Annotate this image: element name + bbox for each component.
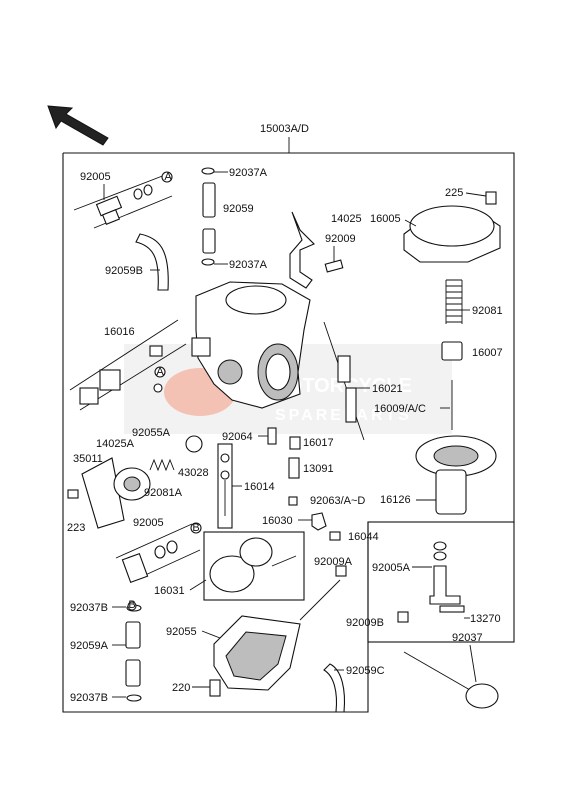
- callout-35011: 35011: [73, 453, 103, 465]
- fitting-92005-top: [73, 171, 173, 229]
- main-jet-16014: [217, 443, 233, 529]
- callout-16016: 16016: [104, 326, 135, 338]
- marker-a-top-label: A: [164, 171, 172, 183]
- callout-92037a-mid: 92037A: [229, 259, 268, 271]
- callout-92055: 92055: [166, 626, 197, 638]
- carburetor-body: [191, 281, 311, 409]
- callout-16017: 16017: [303, 437, 334, 449]
- callout-16005: 16005: [370, 213, 401, 225]
- callout-16044: 16044: [348, 531, 379, 543]
- callout-92037b-bot: 92037B: [70, 692, 108, 704]
- air-cutoff-valve: [67, 435, 203, 529]
- jet-parts-column: [267, 427, 341, 541]
- choke-plunger-16016: [69, 319, 187, 411]
- hose-92059b: [135, 233, 169, 291]
- callout-16009: 16009/A/C: [374, 403, 426, 415]
- callout-16030: 16030: [262, 515, 293, 527]
- callout-92009b: 92009B: [346, 617, 384, 629]
- callout-92059: 92059: [223, 203, 254, 215]
- throttle-bracket-14025: [289, 211, 344, 289]
- callout-92064: 92064: [222, 431, 253, 443]
- callout-92081a: 92081A: [144, 487, 183, 499]
- callout-92037b-mid: 92037B: [70, 602, 108, 614]
- marker-b-lower: [190, 522, 202, 534]
- clip-tube-group-bottom: [125, 604, 142, 702]
- fitting-92005-lower: [115, 523, 201, 584]
- callout-92005a: 92005A: [372, 562, 411, 574]
- callout-92005-top: 92005: [80, 171, 111, 183]
- clip-tube-group-top: [201, 167, 216, 266]
- spring-92081: [445, 279, 463, 324]
- callout-16126: 16126: [380, 494, 411, 506]
- callout-92081: 92081: [472, 305, 503, 317]
- float-bowl-92055: [209, 615, 301, 697]
- callout-14025a: 14025A: [96, 438, 135, 450]
- callouts: 92005 92037A 92059 92037A 92059B 14025 9…: [67, 167, 503, 704]
- svg-text:B: B: [128, 599, 135, 611]
- marker-a-choke: [154, 366, 166, 378]
- callout-14025: 14025: [331, 213, 362, 225]
- float-16031: [203, 531, 305, 601]
- callout-16007: 16007: [472, 347, 503, 359]
- marker-a-top: [161, 171, 173, 183]
- callout-92037a-top: 92037A: [229, 167, 268, 179]
- callout-13270: 13270: [470, 613, 501, 625]
- sub-assembly-frame: [367, 521, 515, 643]
- assembly-label: 15003A/D: [260, 123, 309, 135]
- callout-223: 223: [67, 522, 85, 534]
- top-cover-16005: [403, 191, 501, 263]
- pilot-screw-92009a: [299, 565, 347, 621]
- piston-16126: [415, 435, 497, 515]
- callout-92063: 92063/A~D: [310, 495, 365, 507]
- marker-b-bottom: [127, 601, 137, 611]
- callout-92055a: 92055A: [132, 427, 171, 439]
- callout-43028: 43028: [178, 467, 209, 479]
- watermark-line1: MOTORCYCLE: [270, 375, 412, 397]
- callout-92059c: 92059C: [346, 665, 385, 677]
- holder-16007: [441, 341, 463, 361]
- callout-13091: 13091: [303, 463, 334, 475]
- svg-text:A: A: [156, 366, 164, 378]
- oring-92037: [403, 651, 499, 709]
- watermark-line2: SPAREPARTS: [275, 407, 412, 424]
- callout-92059b: 92059B: [105, 265, 143, 277]
- callout-92059a: 92059A: [70, 640, 109, 652]
- callout-16014: 16014: [244, 481, 275, 493]
- callout-16031: 16031: [154, 585, 185, 597]
- callout-225: 225: [445, 187, 463, 199]
- svg-text:B: B: [192, 522, 199, 534]
- direction-arrow-icon: [47, 105, 109, 146]
- callout-92005-mid: 92005: [133, 517, 164, 529]
- callout-220: 220: [172, 682, 190, 694]
- hose-92059c: [323, 663, 346, 713]
- fuel-tap-subassembly: [397, 541, 465, 623]
- callout-92009: 92009: [325, 233, 356, 245]
- callout-92037: 92037: [452, 632, 483, 644]
- starter-jet-16021: [323, 321, 365, 441]
- callout-92009a: 92009A: [314, 556, 353, 568]
- callout-16021: 16021: [372, 383, 403, 395]
